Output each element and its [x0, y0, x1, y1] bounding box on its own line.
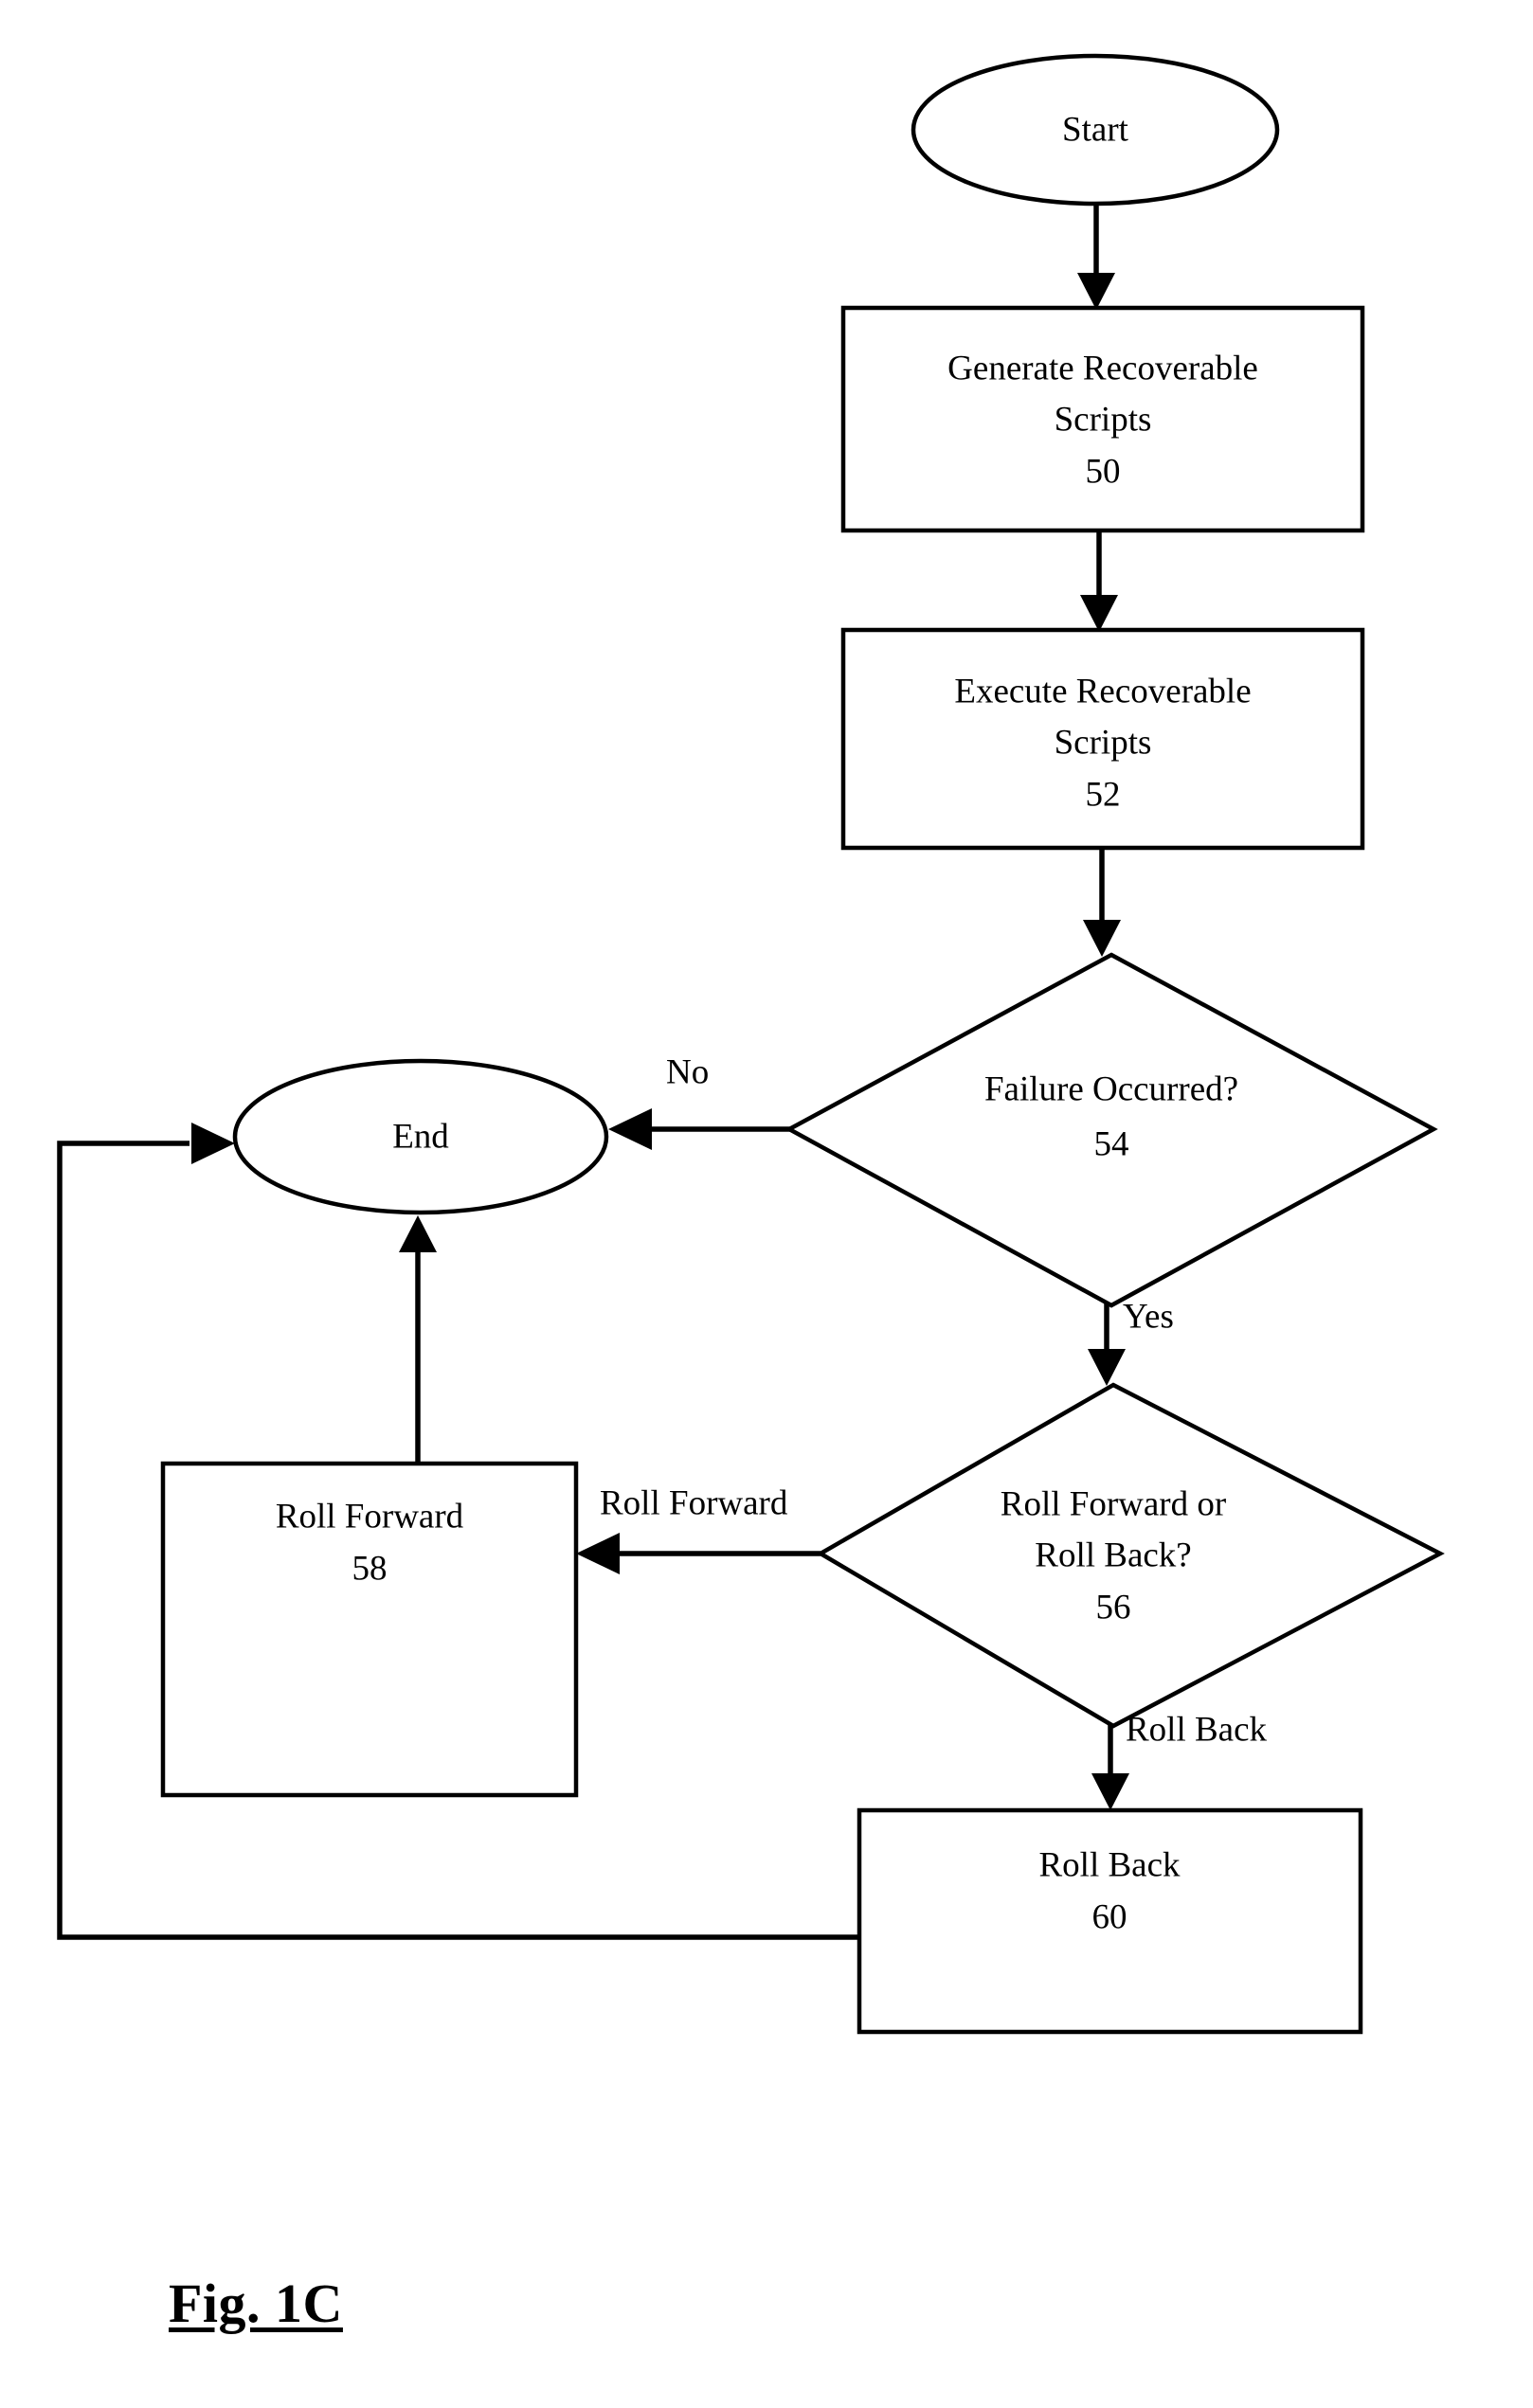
- direction-decision-line2: Roll Back?: [1035, 1536, 1191, 1574]
- roll-back-ref: 60: [1092, 1897, 1127, 1936]
- generate-scripts-line2: Scripts: [1055, 400, 1152, 439]
- edge-label-roll-back: Roll Back: [1126, 1710, 1268, 1749]
- arrow-head-icon: [1077, 273, 1115, 310]
- node-end[interactable]: End: [232, 1058, 609, 1215]
- node-generate-scripts[interactable]: Generate Recoverable Scripts 50: [840, 305, 1365, 533]
- node-execute-scripts[interactable]: Execute Recoverable Scripts 52: [840, 627, 1365, 851]
- arrow-head-icon: [399, 1215, 437, 1252]
- arrow-head-icon: [608, 1108, 652, 1150]
- roll-back-line1: Roll Back: [1038, 1845, 1181, 1884]
- connector-direction-to-rollforward: [576, 1533, 821, 1574]
- node-roll-forward[interactable]: Roll Forward 58: [160, 1461, 579, 1798]
- roll-forward-ref: 58: [352, 1549, 388, 1588]
- start-label: Start: [1062, 110, 1129, 149]
- node-start[interactable]: Start: [911, 53, 1280, 207]
- edge-label-roll-forward: Roll Forward: [600, 1483, 788, 1522]
- execute-scripts-ref: 52: [1086, 775, 1121, 814]
- connector-execute-to-failure: [1083, 848, 1121, 957]
- node-direction-decision[interactable]: Roll Forward or Roll Back? 56: [816, 1382, 1445, 1729]
- arrow-head-icon: [191, 1123, 235, 1164]
- arrow-head-icon: [576, 1533, 620, 1574]
- node-failure-decision[interactable]: Failure Occurred? 54: [785, 952, 1438, 1308]
- end-label: End: [392, 1117, 449, 1156]
- direction-decision-ref: 56: [1096, 1588, 1131, 1626]
- arrow-head-icon: [1080, 595, 1118, 632]
- node-roll-back[interactable]: Roll Back 60: [857, 1807, 1363, 2035]
- end-ellipse: [232, 1058, 609, 1215]
- arrow-head-icon: [1088, 1349, 1126, 1386]
- arrow-head-icon: [1091, 1773, 1129, 1810]
- failure-decision-line1: Failure Occurred?: [984, 1069, 1238, 1108]
- connector-rollforward-to-end: [399, 1215, 437, 1464]
- generate-scripts-ref: 50: [1086, 452, 1121, 491]
- roll-forward-line1: Roll Forward: [276, 1497, 464, 1536]
- figure-caption: Fig. 1C: [169, 2273, 343, 2334]
- roll-back-box: [857, 1807, 1363, 2035]
- direction-decision-diamond: [816, 1382, 1445, 1729]
- generate-scripts-line1: Generate Recoverable: [947, 349, 1258, 387]
- generate-scripts-box: [840, 305, 1365, 533]
- failure-decision-ref: 54: [1094, 1124, 1129, 1163]
- execute-scripts-box: [840, 627, 1365, 851]
- execute-scripts-line1: Execute Recoverable: [954, 672, 1251, 710]
- connector-rollback-to-end: [57, 1123, 859, 1940]
- connector-start-to-generate: [1077, 203, 1115, 310]
- edge-label-yes: Yes: [1123, 1297, 1174, 1336]
- start-ellipse: [911, 53, 1280, 207]
- roll-forward-box: [160, 1461, 579, 1798]
- arrow-head-icon: [1083, 920, 1121, 957]
- connector-generate-to-execute: [1080, 530, 1118, 632]
- edge-label-no: No: [666, 1052, 709, 1091]
- execute-scripts-line2: Scripts: [1055, 723, 1152, 762]
- direction-decision-line1: Roll Forward or: [1001, 1484, 1226, 1523]
- failure-decision-diamond: [785, 952, 1438, 1308]
